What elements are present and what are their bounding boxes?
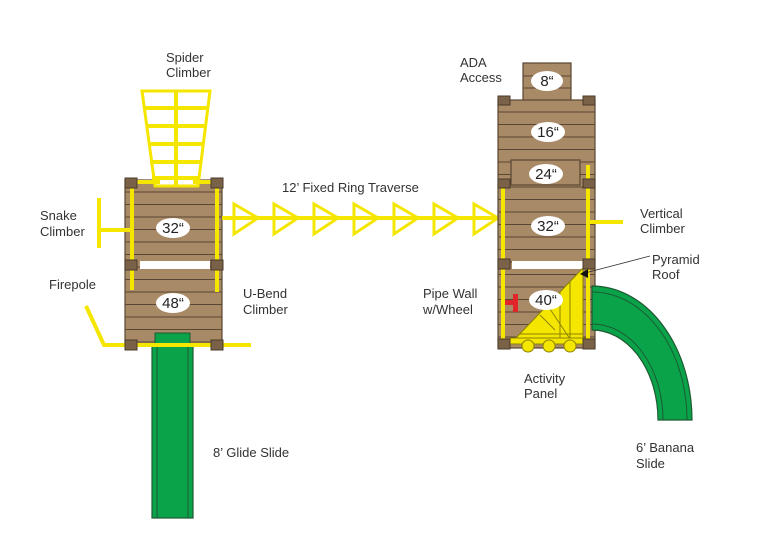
label-ada-1: ADA xyxy=(460,55,487,70)
label-ada-2: Access xyxy=(460,70,502,85)
label-banana-slide-2: Slide xyxy=(636,456,665,471)
label-snake-climber-2: Climber xyxy=(40,224,85,239)
ring xyxy=(232,201,261,237)
label-ring-traverse: 12’ Fixed Ring Traverse xyxy=(282,180,419,195)
label-pipe-wall-1: Pipe Wall xyxy=(423,286,478,301)
ring xyxy=(272,201,301,237)
activity-panel xyxy=(509,337,586,353)
height-ada: 8“ xyxy=(540,73,553,90)
height-16: 16“ xyxy=(537,124,559,141)
glide-slide xyxy=(151,332,194,519)
label-vertical-climber-2: Climber xyxy=(640,221,685,236)
wheel-icon xyxy=(505,294,518,312)
pointer-arrow-icon xyxy=(580,269,588,278)
banana-slide xyxy=(591,285,693,421)
height-left-lower: 48“ xyxy=(162,295,184,312)
label-activity-panel-1: Activity xyxy=(524,371,566,386)
label-snake-climber-1: Snake xyxy=(40,208,77,223)
ring xyxy=(352,201,381,237)
deck-gap xyxy=(140,261,210,269)
ring xyxy=(432,201,461,237)
firepole xyxy=(84,305,251,347)
pointer-line xyxy=(584,255,651,274)
label-spider-climber-2: Climber xyxy=(166,65,211,80)
height-40: 40“ xyxy=(535,292,557,309)
left-posts xyxy=(124,177,224,351)
height-left-upper: 32“ xyxy=(162,220,184,237)
ring xyxy=(392,201,421,237)
label-activity-panel-2: Panel xyxy=(524,386,557,401)
ring-traverse xyxy=(222,201,501,237)
deck-gap xyxy=(512,261,587,269)
ring xyxy=(312,201,341,237)
label-u-bend-1: U-Bend xyxy=(243,286,287,301)
left-tower xyxy=(124,179,223,346)
label-u-bend-2: Climber xyxy=(243,302,288,317)
label-pyramid-roof-2: Roof xyxy=(652,267,680,282)
spider-climber xyxy=(137,89,215,188)
height-markers: 32“ 48“ 8“ 16“ 24“ 32“ 40“ xyxy=(156,71,565,313)
ring xyxy=(472,201,501,237)
label-pyramid-roof-1: Pyramid xyxy=(652,252,700,267)
labels: Spider Climber Snake Climber Firepole U-… xyxy=(40,50,700,471)
height-32: 32“ xyxy=(537,218,559,235)
label-vertical-climber-1: Vertical xyxy=(640,206,683,221)
label-spider-climber-1: Spider xyxy=(166,50,204,65)
label-pipe-wall-2: w/Wheel xyxy=(422,302,473,317)
snake-climber xyxy=(97,198,132,248)
right-posts xyxy=(497,95,596,350)
label-banana-slide-1: 6’ Banana xyxy=(636,440,695,455)
label-glide-slide: 8’ Glide Slide xyxy=(213,445,289,460)
label-firepole: Firepole xyxy=(49,277,96,292)
height-24: 24“ xyxy=(535,166,557,183)
